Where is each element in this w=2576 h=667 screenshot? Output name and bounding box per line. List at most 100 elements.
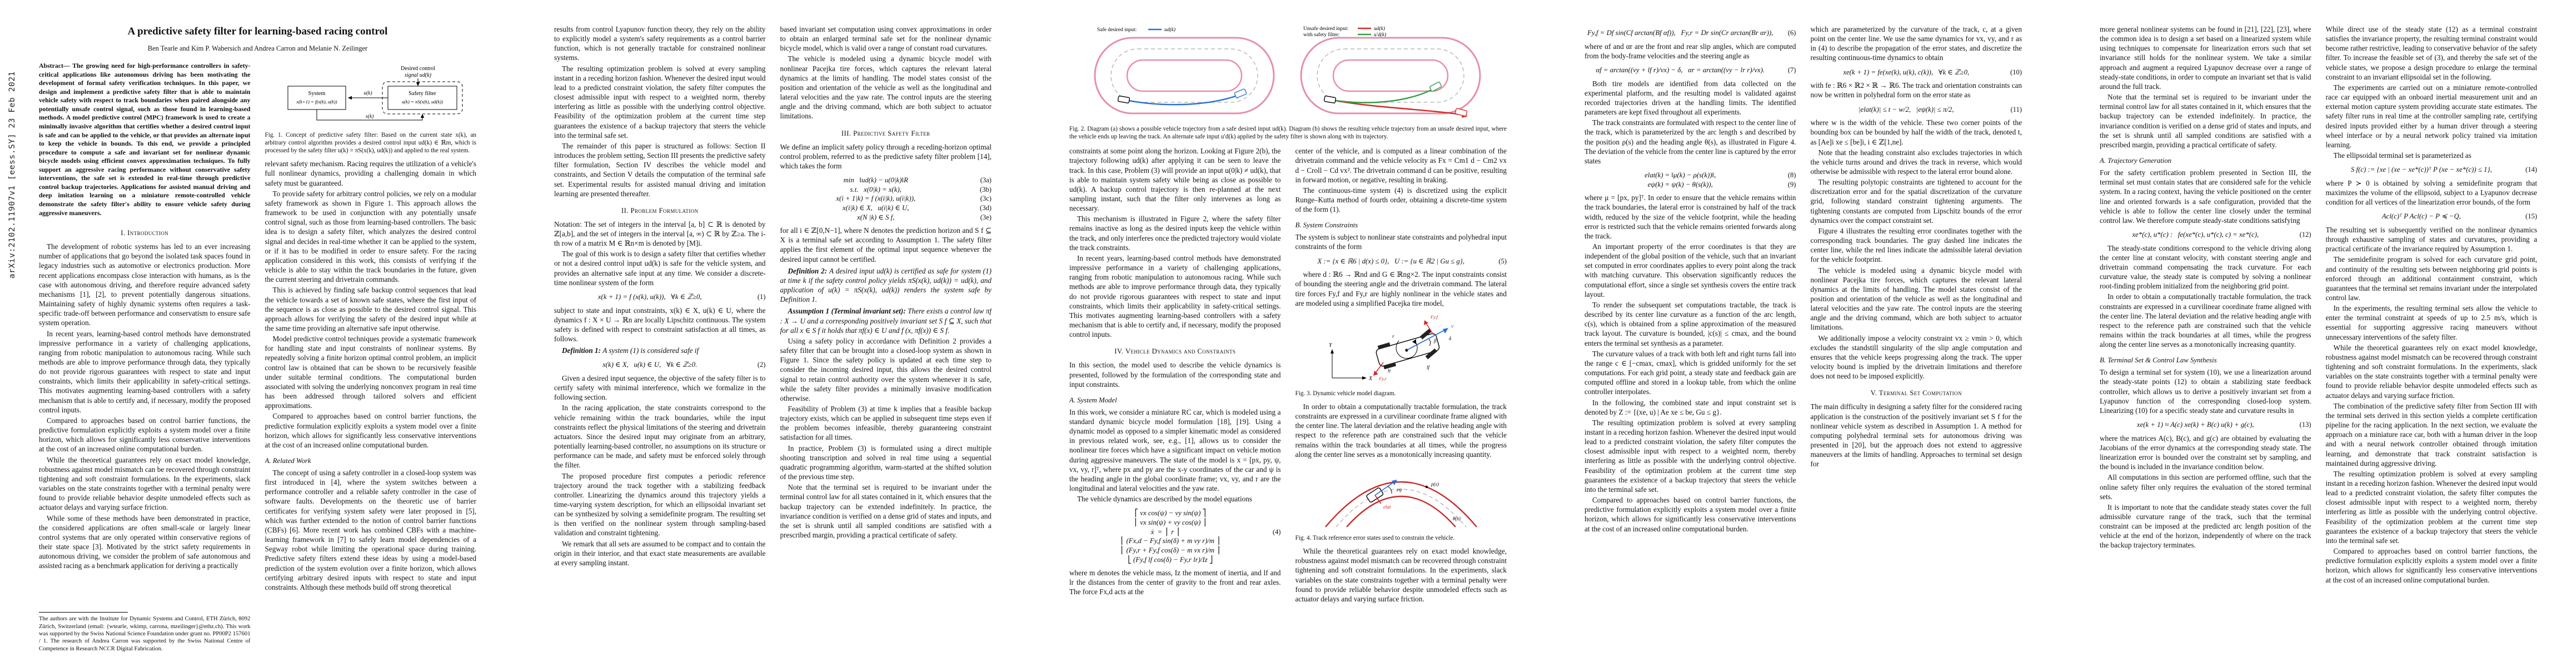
- equation-row: S f(c) := {xe | (xe − xe*(c))ᵀ P (xe − x…: [2326, 165, 2537, 175]
- equation-number: (3b): [980, 185, 991, 193]
- equation-number: (9): [1787, 180, 1796, 188]
- equation-math: x(i + 1|k) = f (x(i|k), u(i|k)),: [836, 195, 916, 203]
- column-right: While direct use of the steady state (12…: [2326, 24, 2538, 653]
- equation-math: Fy,f = Df sin(Cf arctan(Bf αf)), Fy,r = …: [1587, 29, 1773, 37]
- equation: αf = arctan((vy + lf r)/vx) − δ, αr = ar…: [1585, 66, 1796, 75]
- equation: x(k) ∈ X, u(k) ∈ U, ∀k ∈ ℤ≥0. (2): [554, 360, 766, 370]
- equation-row: αf = arctan((vy + lf r)/vx) − δ, αr = ar…: [1585, 66, 1796, 75]
- equation-row: xe(k + 1) ≈ A(c) xe(k) + B(c) u(k) + g(c…: [2100, 420, 2311, 430]
- subsection-heading: A. System Model: [1069, 396, 1117, 404]
- paragraph: We remark that all sets are assumed to b…: [554, 539, 766, 567]
- equation-row: Fy,f = Df sin(Cf arctan(Bf αf)), Fy,r = …: [1585, 28, 1796, 38]
- equation-number: (3e): [980, 213, 991, 221]
- equation-row: x(i + 1|k) = f (x(i|k), u(i|k)), (3c): [780, 194, 991, 203]
- paragraph: center of the vehicle, and is computed a…: [1295, 147, 1507, 184]
- paragraph: where P ≻ 0 is obtained by solving a sem…: [2325, 178, 2538, 207]
- equation-math: xe*(c), u*(c) : fe(xe*(c), u*(c), c) = x…: [2132, 230, 2259, 238]
- fig4-track-error-graphic: elat eψ ρ(s) θ(s): [1324, 479, 1477, 527]
- paragraph: While the theoretical guarantees rely on…: [2325, 343, 2538, 400]
- paragraph: The vehicle is modeled using a dynamic b…: [780, 54, 992, 121]
- equation-row: elat(k) = ‖μ(k) − ρ(s(k))‖, (8): [1585, 171, 1796, 180]
- svg-text:Unsafe desired input:: Unsafe desired input:: [1303, 26, 1348, 32]
- equation: S f(c) := {xe | (xe − xe*(c))ᵀ P (xe − x…: [2326, 165, 2537, 175]
- equation-number: (10): [2010, 68, 2022, 76]
- fig2-panel-a: Safe desired input: ud(k): [1089, 24, 1281, 122]
- column-right: which are parameterized by the curvature…: [1811, 24, 2022, 653]
- paragraph: which are parameterized by the curvature…: [1810, 25, 2022, 62]
- paragraph: The proposed procedure first computes a …: [554, 471, 766, 537]
- equation-number: (2): [757, 361, 766, 369]
- paragraph: In this section, the model used to descr…: [1069, 361, 1281, 389]
- equation-number: (13): [2299, 421, 2311, 429]
- definition-body: There exists a control law πf : X → U an…: [780, 307, 992, 335]
- paragraph: for all i ∈ ℤ[0,N−1], where N denotes th…: [780, 226, 992, 263]
- paragraph: The goal of this work is to design a saf…: [554, 250, 766, 287]
- subsection-heading: B. Terminal Set & Control Law Synthesis: [2100, 356, 2217, 365]
- paragraph: All computations in this section are per…: [2100, 473, 2311, 501]
- equation-math: x(i|k) ∈ X, u(i|k) ∈ U,: [843, 203, 909, 212]
- definition-label: Definition 1:: [562, 346, 601, 355]
- equation-number: (1): [757, 292, 766, 301]
- equation-row: ⎢ (Fy,r + Fy,f cos(δ) − m vx r)/m ⎥: [1069, 546, 1281, 555]
- paragraph: The vehicle dynamics are described by th…: [1077, 495, 1252, 504]
- equation: xe(k + 1) ≈ A(c) xe(k) + B(c) u(k) + g(c…: [2100, 420, 2311, 430]
- equation: xe(k + 1) = fe(xe(k), u(k), c(k)), ∀k ∈ …: [1811, 68, 2022, 77]
- paragraph: with fe : ℝ6 × ℝ2 × ℝ → ℝ6. The track an…: [1810, 81, 2022, 99]
- paragraph: In practice, Problem (3) is formulated u…: [780, 444, 992, 481]
- paragraph: We define an implicit safety policy thro…: [780, 142, 992, 170]
- svg-text:x(k): x(k): [365, 113, 373, 120]
- paragraph: To design a terminal set for system (10)…: [2100, 368, 2311, 415]
- paragraph: The resulting polytopic constraints are …: [1810, 178, 2022, 225]
- paragraph: In recent years, learning-based control …: [39, 329, 251, 414]
- paragraph: This is achieved by finding safe backup …: [265, 286, 477, 332]
- paper-header: A predictive safety filter for learning-…: [39, 24, 476, 55]
- abstract-text: Abstract— The growing need for high-perf…: [39, 62, 251, 217]
- equation-number: (3c): [980, 195, 991, 203]
- paragraph: The concept of using a safety controller…: [265, 469, 477, 591]
- equation-row: x(N |k) ∈ S f,(3e): [780, 213, 991, 222]
- paragraph: relevant safety mechanism. Racing requir…: [265, 160, 477, 187]
- equation-row: ⎣ (Fy,f lf cos(δ) − Fy,r lr)/Iz ⎦: [1069, 555, 1281, 565]
- paragraph: Compared to approaches based on control …: [265, 412, 477, 449]
- paragraph: Note that the terminal set is required t…: [780, 483, 992, 539]
- definition-label: Definition 2:: [788, 266, 828, 275]
- subsection-heading: A. Trajectory Generation: [2100, 157, 2172, 165]
- figure-caption: Fig. 1. Concept of predictive safety fil…: [265, 132, 477, 155]
- definition-block: Assumption 1 (Terminal invariant set): T…: [780, 306, 992, 335]
- paragraph: To render the subsequent set computation…: [1585, 300, 1796, 347]
- paper-authors: Ben Tearle and Kim P. Wabersich and Andr…: [147, 44, 368, 52]
- definition-label: Assumption 1 (Terminal invariant set):: [788, 307, 906, 316]
- equation-math: ⎢ (Fx,d − Fy,f sin(δ) + m vy r)/m ⎥: [1110, 537, 1220, 545]
- section-heading: III. Predictive Safety Filter: [841, 129, 930, 137]
- svg-text:with safety filter:: with safety filter:: [1303, 32, 1339, 38]
- paragraph: Note that the heading constraint also ex…: [1810, 148, 2022, 176]
- paragraph: Compared to approaches based on control …: [39, 416, 251, 454]
- paragraph: subject to state and input constraints, …: [554, 306, 766, 343]
- figure-fig4: elat eψ ρ(s) θ(s) Fig. 4. Track referenc…: [1296, 461, 1507, 542]
- fig1-block-diagram-graphic: Desired control signal ud(k) Safety filt…: [287, 66, 463, 121]
- svg-text:β: β: [1433, 338, 1437, 344]
- equation-math: S f(c) := {xe | (xe − xe*(c))ᵀ P (xe − x…: [2350, 166, 2492, 174]
- equation-number: (8): [1787, 171, 1796, 179]
- equation-row: x(k + 1) = f (x(k), u(k)), ∀k ∈ ℤ≥0,(1): [554, 292, 766, 302]
- figure-fig3: X Y v β r Fy,f Fy,r lf lr δ Fig. 3. Dyna…: [1296, 310, 1507, 397]
- paragraph: The combination of the predictive safety…: [2325, 401, 2538, 467]
- subsection-heading: B. System Constraints: [1295, 221, 1358, 230]
- paragraph: In this work, we consider a miniature RC…: [1069, 407, 1281, 493]
- paragraph: Notation: The set of integers in the int…: [554, 220, 766, 248]
- equation-number: (12): [2299, 230, 2311, 238]
- equation-row: |elat(k)| ≤ t − w/2, |eψ(k)| ≤ π/2,(11): [1811, 105, 2022, 115]
- paragraph: Given a desired input sequence, the obje…: [554, 374, 766, 402]
- svg-text:v: v: [1451, 323, 1454, 330]
- equation-math: elat(k) = ‖μ(k) − ρ(s(k))‖,: [1645, 171, 1716, 179]
- paragraph: The development of robotic systems has l…: [39, 242, 251, 327]
- paragraph: where m denotes the vehicle mass, Iz the…: [1069, 569, 1281, 596]
- equation-math: x(k) ∈ X, u(k) ∈ U, ∀k ∈ ℤ≥0.: [602, 361, 697, 369]
- svg-text:ρ(s): ρ(s): [1431, 481, 1439, 487]
- paper-title: A predictive safety filter for learning-…: [127, 26, 388, 37]
- svg-text:Y: Y: [1329, 342, 1333, 349]
- equation: |elat(k)| ≤ t − w/2, |eψ(k)| ≤ π/2,(11): [1811, 105, 2022, 115]
- equation-number: (4): [1272, 527, 1281, 536]
- svg-text:r: r: [1392, 334, 1394, 339]
- fig2-panels: Safe desired input: ud(k) Unsafe desired…: [1069, 24, 1507, 122]
